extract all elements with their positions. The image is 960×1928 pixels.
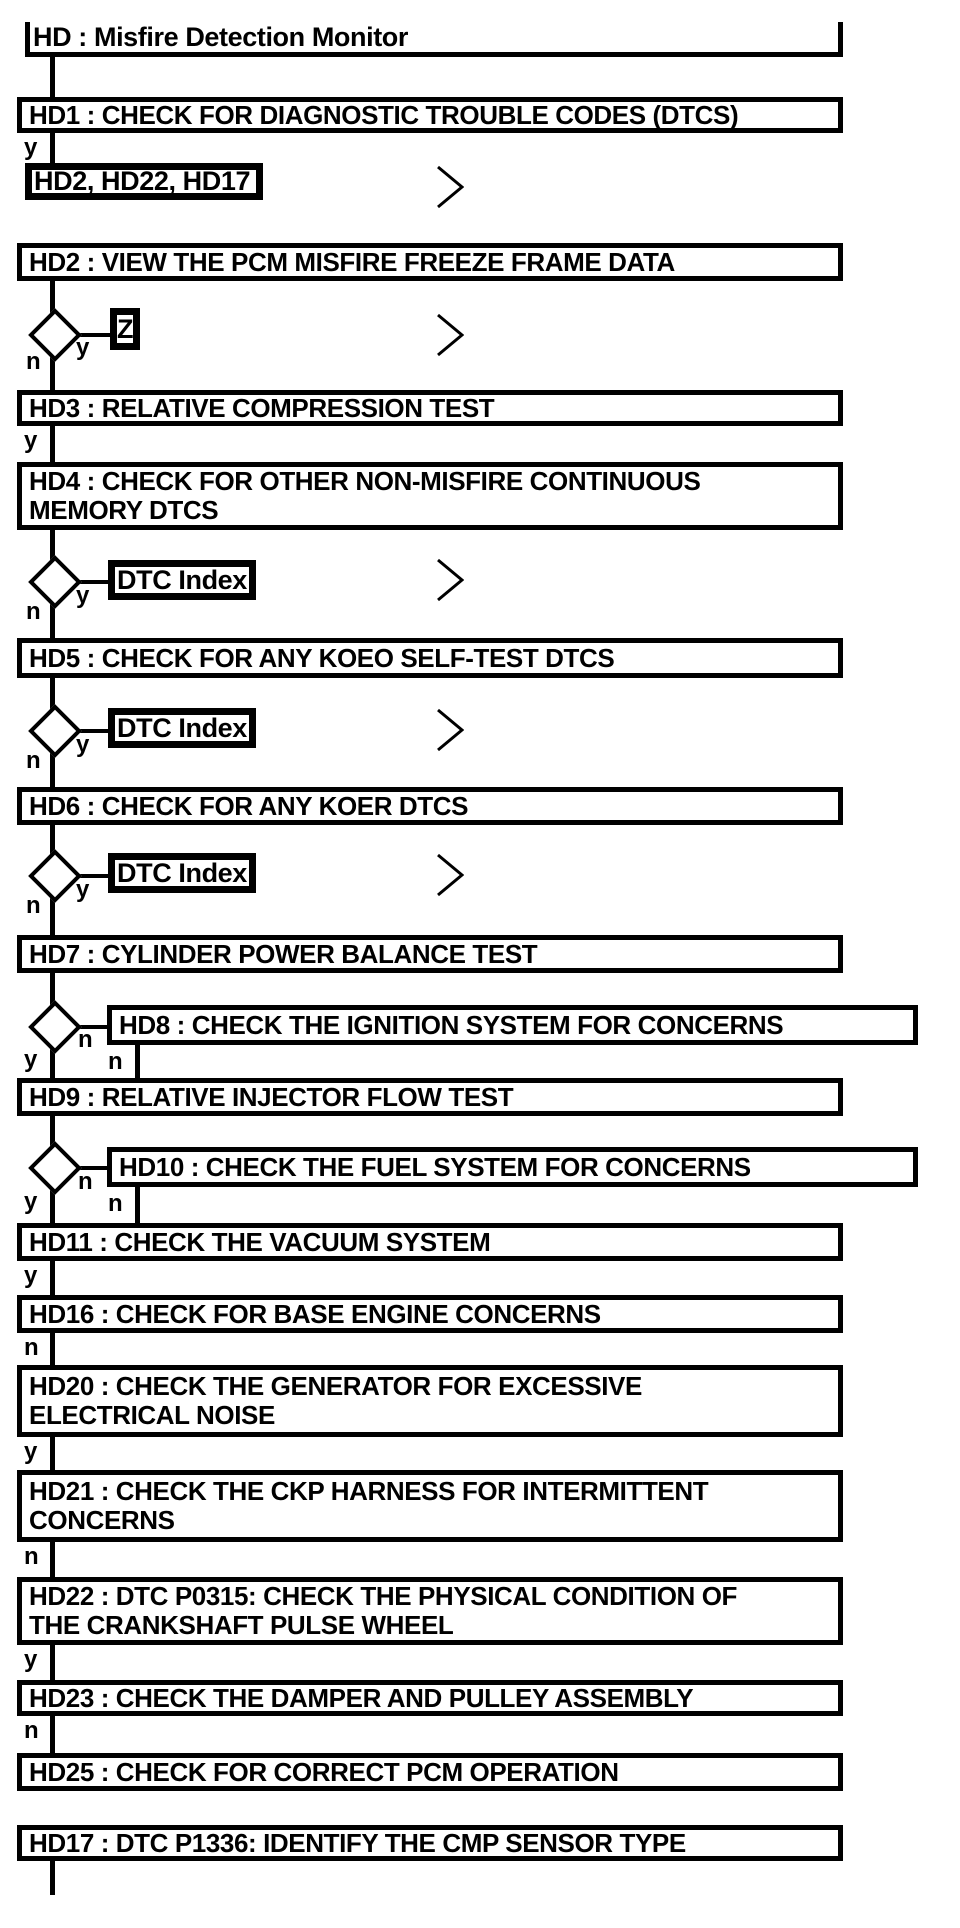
link-box-dtc-index-2[interactable]: DTC Index xyxy=(108,708,256,748)
edge-label-no: n xyxy=(24,1334,39,1361)
connector-tail xyxy=(50,1861,55,1895)
step-box-hd10[interactable]: HD10 : CHECK THE FUEL SYSTEM FOR CONCERN… xyxy=(107,1147,918,1187)
title-box-bottom-line xyxy=(25,52,843,57)
step-box-hd1[interactable]: HD1 : CHECK FOR DIAGNOSTIC TROUBLE CODES… xyxy=(17,97,843,133)
connector xyxy=(50,57,55,97)
step-box-hd22[interactable]: HD22 : DTC P0315: CHECK THE PHYSICAL CON… xyxy=(17,1577,843,1645)
step-box-hd5[interactable]: HD5 : CHECK FOR ANY KOEO SELF-TEST DTCS xyxy=(17,638,843,678)
edge-label-yes: y xyxy=(24,1046,38,1073)
connector-hd8-down xyxy=(135,1045,140,1078)
edge-label-yes: y xyxy=(76,582,90,609)
link-box-z[interactable]: Z xyxy=(110,308,140,350)
edge-label-no: n xyxy=(26,747,41,774)
link-box-dtc-index-3[interactable]: DTC Index xyxy=(108,853,256,893)
step-box-hd21[interactable]: HD21 : CHECK THE CKP HARNESS FOR INTERMI… xyxy=(17,1470,843,1542)
edge-label-no: n xyxy=(26,892,41,919)
edge-label-yes: y xyxy=(24,1188,38,1215)
edge-label-no: n xyxy=(78,1026,93,1053)
connector xyxy=(70,729,110,733)
connector xyxy=(50,133,55,163)
edge-label-no: n xyxy=(108,1190,123,1217)
edge-label-yes: y xyxy=(76,876,90,903)
connector xyxy=(70,333,112,337)
step-box-hd17[interactable]: HD17 : DTC P1336: IDENTIFY THE CMP SENSO… xyxy=(17,1825,843,1861)
step-box-hd20[interactable]: HD20 : CHECK THE GENERATOR FOR EXCESSIVE… xyxy=(17,1365,843,1437)
step-box-hd23[interactable]: HD23 : CHECK THE DAMPER AND PULLEY ASSEM… xyxy=(17,1680,843,1716)
connector xyxy=(70,1025,109,1029)
edge-label-no: n xyxy=(26,348,41,375)
continue-chevron-icon xyxy=(437,165,464,209)
edge-label-yes: y xyxy=(24,1438,38,1465)
connector xyxy=(70,1166,109,1170)
edge-label-no: n xyxy=(24,1543,39,1570)
step-box-hd4[interactable]: HD4 : CHECK FOR OTHER NON-MISFIRE CONTIN… xyxy=(17,462,843,530)
connector xyxy=(50,1542,55,1577)
connector xyxy=(50,1333,55,1365)
edge-label-no: n xyxy=(24,1717,39,1744)
edge-label-no: n xyxy=(78,1168,93,1195)
edge-label-yes: y xyxy=(76,334,90,361)
title-box-right-bar xyxy=(838,22,843,57)
connector-hd10-down xyxy=(135,1187,140,1223)
edge-label-no: n xyxy=(26,598,41,625)
link-box-dtc-index-1[interactable]: DTC Index xyxy=(108,560,256,600)
decision-diamond-hd9 xyxy=(28,1141,82,1195)
connector xyxy=(70,580,110,584)
flowchart-title: HD : Misfire Detection Monitor xyxy=(33,22,409,52)
connector xyxy=(50,1716,55,1753)
connector xyxy=(50,1261,55,1295)
step-box-hd7[interactable]: HD7 : CYLINDER POWER BALANCE TEST xyxy=(17,935,843,973)
step-box-hd9[interactable]: HD9 : RELATIVE INJECTOR FLOW TEST xyxy=(17,1078,843,1116)
step-box-hd3[interactable]: HD3 : RELATIVE COMPRESSION TEST xyxy=(17,390,843,426)
edge-label-yes: y xyxy=(24,1262,38,1289)
step-box-hd8[interactable]: HD8 : CHECK THE IGNITION SYSTEM FOR CONC… xyxy=(107,1005,918,1045)
edge-label-yes: y xyxy=(24,427,38,454)
continue-chevron-icon xyxy=(437,313,464,357)
continue-chevron-icon xyxy=(437,853,464,897)
edge-label-yes: y xyxy=(24,134,38,161)
edge-label-yes: y xyxy=(76,731,90,758)
edge-label-yes: y xyxy=(24,1646,38,1673)
connector xyxy=(50,426,55,462)
step-box-hd6[interactable]: HD6 : CHECK FOR ANY KOER DTCS xyxy=(17,787,843,825)
step-box-hd2[interactable]: HD2 : VIEW THE PCM MISFIRE FREEZE FRAME … xyxy=(17,243,843,281)
step-box-hd16[interactable]: HD16 : CHECK FOR BASE ENGINE CONCERNS xyxy=(17,1295,843,1333)
edge-label-no: n xyxy=(108,1048,123,1075)
continue-chevron-icon xyxy=(437,708,464,752)
connector xyxy=(50,1645,55,1680)
connector xyxy=(70,874,110,878)
continue-chevron-icon xyxy=(437,558,464,602)
step-box-hd11[interactable]: HD11 : CHECK THE VACUUM SYSTEM xyxy=(17,1223,843,1261)
title-box-left-bar xyxy=(25,22,30,57)
step-box-hd25[interactable]: HD25 : CHECK FOR CORRECT PCM OPERATION xyxy=(17,1753,843,1791)
link-box-hd2-hd22-hd17[interactable]: HD2, HD22, HD17 xyxy=(25,163,263,200)
connector xyxy=(50,1437,55,1470)
